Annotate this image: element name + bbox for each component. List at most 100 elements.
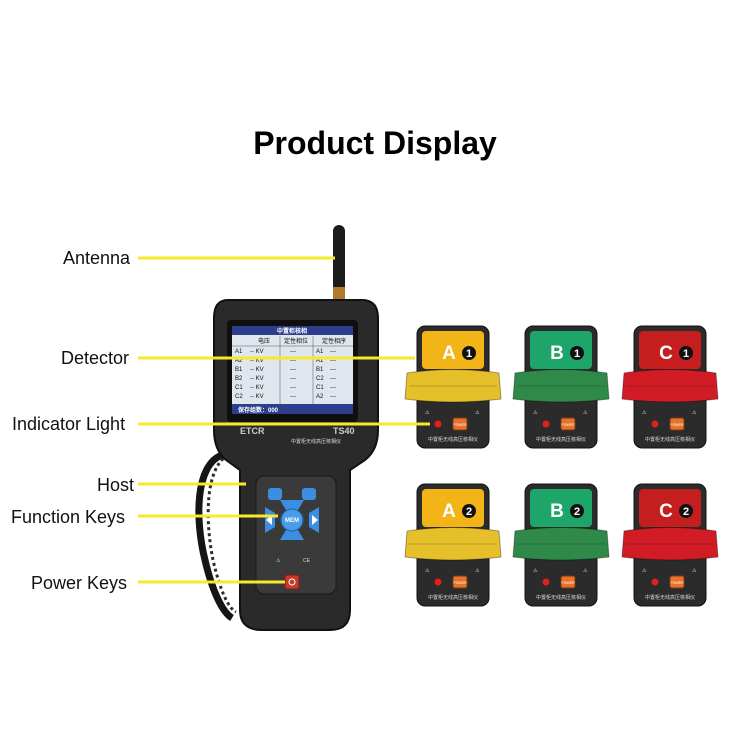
label-detector: Detector	[61, 348, 130, 368]
module-number-badge	[570, 346, 584, 360]
module-strap	[512, 527, 610, 561]
module-number-badge	[462, 504, 476, 518]
module-letter: A	[442, 501, 456, 522]
indicator-light	[542, 420, 550, 428]
key-top-right[interactable]	[302, 488, 316, 500]
indicator-light	[434, 420, 442, 428]
module-power-button[interactable]	[669, 575, 685, 589]
screen-header-phase: 定性相位	[284, 337, 308, 345]
module-number: 2	[466, 506, 472, 518]
module-strap	[621, 369, 719, 403]
screen-cell: ---	[330, 394, 336, 400]
module-warning-icon: ⚠	[583, 410, 588, 416]
module-letter: C	[659, 343, 673, 364]
warning-icon: ⚠	[276, 558, 281, 564]
module-number-badge	[679, 504, 693, 518]
screen-cell: ---	[290, 376, 296, 382]
module-number: 2	[574, 506, 580, 518]
key-up[interactable]	[280, 500, 304, 510]
screen-cell: ---	[330, 349, 336, 355]
page-title: Product Display	[253, 125, 497, 161]
module-warning-icon: ⚠	[692, 410, 697, 416]
module-warning-icon: ⚠	[425, 568, 430, 574]
mem-key-label: MEM	[285, 518, 299, 524]
function-keys: MEM	[265, 488, 319, 540]
screen-cell: B1	[235, 367, 243, 373]
key-down[interactable]	[280, 530, 304, 540]
screen-cell: C2	[316, 376, 324, 382]
module-power-button[interactable]	[669, 417, 685, 431]
screen-cell: B1	[316, 367, 324, 373]
screen-cell: A1	[316, 349, 324, 355]
screen-cell: -- KV	[250, 367, 264, 373]
module-number: 2	[683, 506, 689, 518]
module-power-label: POWER	[561, 581, 575, 585]
screen-cell: -- KV	[250, 385, 264, 391]
module-warning-icon: ⚠	[583, 568, 588, 574]
screen-cell: ---	[290, 394, 296, 400]
module-caption: 中置柜无线高压核相仪	[536, 436, 586, 443]
module-number-badge	[679, 346, 693, 360]
host-device: 中置柜核相 电压 定性相位 定性相序 A1-- KV---A1---A2-- K…	[195, 225, 379, 631]
key-top-left[interactable]	[268, 488, 282, 500]
module-power-button[interactable]	[560, 417, 576, 431]
module-power-label: POWER	[670, 423, 684, 427]
antenna-connector	[333, 287, 345, 301]
screen-cell: C1	[316, 385, 324, 391]
label-host: Host	[97, 475, 135, 495]
screen-cell: ---	[330, 358, 336, 364]
module-strap	[512, 369, 610, 403]
screen-cell: A2	[316, 394, 324, 400]
screen-header-sequence: 定性相序	[322, 337, 346, 345]
module-caption: 中置柜无线高压核相仪	[536, 594, 586, 601]
module-number-badge	[570, 504, 584, 518]
module-warning-icon: ⚠	[425, 410, 430, 416]
power-key[interactable]	[284, 574, 300, 590]
module-warning-icon: ⚠	[533, 568, 538, 574]
screen-cell: C1	[235, 385, 243, 391]
module-warning-icon: ⚠	[533, 410, 538, 416]
screen-cell: -- KV	[250, 349, 264, 355]
indicator-light	[651, 578, 659, 586]
module-power-label: POWER	[453, 581, 467, 585]
host-subtitle: 中置柜无线高压核相仪	[291, 438, 341, 445]
label-function-keys: Function Keys	[11, 507, 126, 527]
screen-header-voltage: 电压	[258, 337, 270, 345]
screen-cell: ---	[330, 367, 336, 373]
module-power-button[interactable]	[560, 575, 576, 589]
screen-cell: ---	[330, 376, 336, 382]
module-strap	[404, 527, 502, 561]
module-warning-icon: ⚠	[642, 410, 647, 416]
screen-cell: ---	[290, 367, 296, 373]
module-letter: B	[550, 501, 564, 522]
model-text: TS40	[333, 426, 355, 436]
module-number: 1	[574, 348, 580, 360]
label-indicator-light: Indicator Light	[12, 414, 126, 434]
screen-cell: A2	[235, 358, 243, 364]
module-letter: A	[442, 343, 456, 364]
mem-key[interactable]	[280, 508, 304, 532]
screen	[232, 326, 353, 414]
module-warning-icon: ⚠	[475, 410, 480, 416]
screen-cell: C2	[235, 394, 243, 400]
module-number: 1	[466, 348, 472, 360]
module-power-button[interactable]	[452, 575, 468, 589]
module-strap	[404, 369, 502, 403]
indicator-light	[542, 578, 550, 586]
screen-cell: -- KV	[250, 376, 264, 382]
power-icon	[288, 578, 296, 586]
module-letter: C	[659, 501, 673, 522]
screen-footer: 保存组数：000	[237, 406, 279, 414]
brand-text: ETCR	[240, 426, 265, 436]
screen-cell: ---	[290, 358, 296, 364]
module-power-button[interactable]	[452, 417, 468, 431]
module-letter: B	[550, 343, 564, 364]
module-caption: 中置柜无线高压核相仪	[645, 436, 695, 443]
label-power-keys: Power Keys	[31, 573, 128, 593]
screen-cell: ---	[290, 349, 296, 355]
module-number-badge	[462, 346, 476, 360]
